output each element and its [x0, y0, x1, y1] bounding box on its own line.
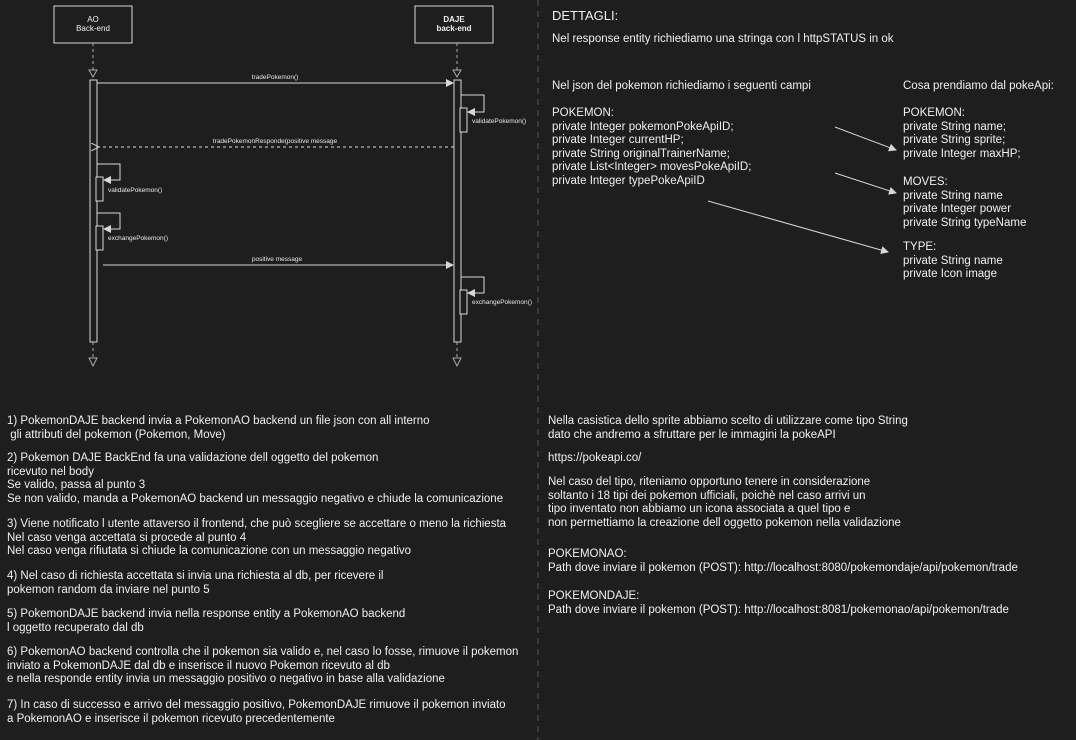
note-line: tipo inventato non abbiamo un icona asso… [548, 503, 851, 515]
daje-validate-activation[interactable] [459, 107, 468, 133]
step-line: 7) In caso di successo e arrivo del mess… [7, 699, 506, 711]
note-line: Path dove inviare il pokemon (POST): htt… [548, 561, 1018, 574]
note-line: non permettiamo la creazione dell oggett… [548, 516, 901, 529]
participant-daje-box[interactable] [414, 5, 494, 44]
pokeapi-line: private Integer power [903, 203, 1012, 215]
json-field-line: private String originalTrainerName; [552, 147, 730, 160]
daje-exchange-self-arrow[interactable] [461, 276, 485, 297]
note-line: POKEMONDAJE: [548, 590, 640, 602]
step-line: 2) Pokemon DAJE BackEnd fa una validazio… [7, 452, 379, 464]
step-line: Se valido, passa al punto 3 [7, 479, 146, 491]
pokeapi-line: private Integer maxHP; [903, 147, 1021, 160]
step-line: 5) PokemonDAJE backend invia nella respo… [7, 608, 406, 620]
step-line: ricevuto nel body [7, 465, 94, 478]
step-line: Nel caso venga accettata si procede al p… [7, 531, 247, 544]
pokeapi-line: TYPE: [903, 241, 937, 253]
note-line: Nel caso del tipo, riteniamo opportuno t… [548, 476, 871, 488]
note-type: Nel caso del tipo, riteniamo opportuno t… [548, 476, 901, 530]
daje-exchange-activation[interactable] [459, 289, 468, 315]
step-line: 6) PokemonAO backend controlla che il po… [7, 646, 519, 658]
step-2: 2) Pokemon DAJE BackEnd fa una validazio… [7, 452, 503, 506]
json-field-line: private List<Integer> movesPokeApiID; [552, 161, 752, 173]
pokeapi-line: private Icon image [903, 268, 997, 280]
json-fields: POKEMON: private Integer pokemonPokeApiI… [552, 107, 751, 188]
mapping-arrow-pokemon[interactable] [834, 126, 897, 152]
mapping-arrow-moves[interactable] [834, 172, 897, 195]
pokeapi-type-block: TYPE: private String name private Icon i… [903, 241, 1003, 282]
participant-daje-sub: back-end [436, 24, 472, 33]
note-pokemondaje: POKEMONDAJE: Path dove inviare il pokemo… [548, 590, 1009, 617]
participant-daje: DAJE back-end [415, 15, 493, 33]
ao-lifeline-end-marker [88, 357, 98, 368]
step-line: Se non valido, manda a PokemonAO backend… [7, 492, 504, 505]
message-trade-label: tradePokemon() [252, 74, 299, 81]
note-sprite: Nella casistica dello sprite abbiamo sce… [548, 415, 908, 442]
pokeapi-line: private String typeName [903, 216, 1027, 229]
step-line: Nel caso venga rifiutata si chiude la co… [7, 545, 412, 557]
note-pokemonao: POKEMONAO: Path dove inviare il pokemon … [548, 548, 1018, 575]
participant-daje-name: DAJE [443, 15, 465, 24]
step-line: l oggetto recuperato dal db [7, 621, 144, 634]
note-line: dato che andremo a sfruttare per le imma… [548, 428, 836, 441]
step-4: 4) Nel caso di richiesta accettata si in… [7, 570, 383, 597]
participant-ao-sub: Back-end [76, 24, 110, 33]
details-response-entity: Nel response entity richiediamo una stri… [552, 33, 894, 45]
pokeapi-intro: Cosa prendiamo dal pokeApi: [903, 80, 1054, 92]
json-field-line: POKEMON: [552, 107, 614, 119]
pokeapi-line: POKEMON: [903, 107, 965, 119]
note-line: Path dove inviare il pokemon (POST): htt… [548, 603, 1009, 616]
note-line: Nella casistica dello sprite abbiamo sce… [548, 415, 908, 427]
ao-validate-activation[interactable] [95, 176, 104, 202]
pokeapi-link[interactable]: https://pokeapi.co/ [548, 452, 642, 464]
step-line: inviato a PokemonDAJE dal db e inserisce… [7, 659, 390, 672]
message-positive-label: positive message [252, 256, 303, 263]
daje-validate-label: validatePokemon() [472, 118, 526, 125]
ao-exchange-activation[interactable] [95, 225, 104, 251]
ao-exchange-self-arrow[interactable] [97, 212, 121, 233]
json-field-line: private Integer currentHP; [552, 134, 684, 146]
json-field-line: private Integer typePokeApiID [552, 174, 705, 187]
participant-ao-box[interactable] [53, 5, 133, 44]
daje-lifeline-top-marker [452, 69, 462, 79]
note-line: POKEMONAO: [548, 548, 627, 560]
message-respond-label: tradePokemonResponde(positive message [213, 138, 338, 145]
step-line: 3) Viene notificato l utente attaverso i… [7, 518, 507, 530]
step-1: 1) PokemonDAJE backend invia a PokemonAO… [7, 415, 430, 442]
step-line: a PokemonAO e inserisce il pokemon ricev… [7, 712, 335, 725]
step-3: 3) Viene notificato l utente attaverso i… [7, 518, 506, 559]
step-6: 6) PokemonAO backend controlla che il po… [7, 646, 518, 687]
step-line: pokemon random da inviare nel punto 5 [7, 583, 210, 596]
step-line: e nella responde entity invia un messagg… [7, 673, 445, 685]
details-json-intro: Nel json del pokemon richiediamo i segue… [552, 80, 811, 92]
details-title: DETTAGLI: [552, 8, 619, 23]
participant-ao: AO Back-end [54, 15, 132, 33]
ao-validate-self-arrow[interactable] [97, 163, 121, 184]
pokeapi-line: private String name [903, 254, 1003, 267]
ao-exchange-label: exchangePokemon() [108, 235, 168, 242]
daje-activation[interactable] [453, 79, 462, 343]
daje-exchange-label: exchangePokemon() [472, 299, 532, 306]
pokeapi-line: MOVES: [903, 176, 948, 188]
pokeapi-line: private String name; [903, 120, 1006, 133]
step-line: 4) Nel caso di richiesta accettata si in… [7, 570, 384, 582]
pokeapi-line: private String sprite; [903, 134, 1006, 146]
ao-lifeline-top-marker [88, 69, 98, 79]
mapping-arrow-type[interactable] [707, 200, 889, 254]
note-line: soltanto i 18 tipi dei pokemon ufficiali… [548, 489, 866, 502]
ao-validate-label: validatePokemon() [108, 187, 162, 194]
step-line: 1) PokemonDAJE backend invia a PokemonAO… [7, 415, 430, 427]
daje-validate-self-arrow[interactable] [461, 94, 485, 116]
daje-lifeline-end-marker [452, 357, 462, 368]
step-5: 5) PokemonDAJE backend invia nella respo… [7, 608, 405, 635]
json-field-line: private Integer pokemonPokeApiID; [552, 120, 734, 133]
ao-activation[interactable] [89, 79, 98, 343]
pokeapi-line: private String name [903, 189, 1003, 202]
step-line: gli attributi del pokemon (Pokemon, Move… [7, 428, 226, 441]
step-7: 7) In caso di successo e arrivo del mess… [7, 699, 506, 726]
participant-ao-name: AO [87, 15, 99, 24]
pokeapi-pokemon-block: POKEMON: private String name; private St… [903, 107, 1021, 161]
pokeapi-moves-block: MOVES: private String name private Integ… [903, 176, 1026, 230]
